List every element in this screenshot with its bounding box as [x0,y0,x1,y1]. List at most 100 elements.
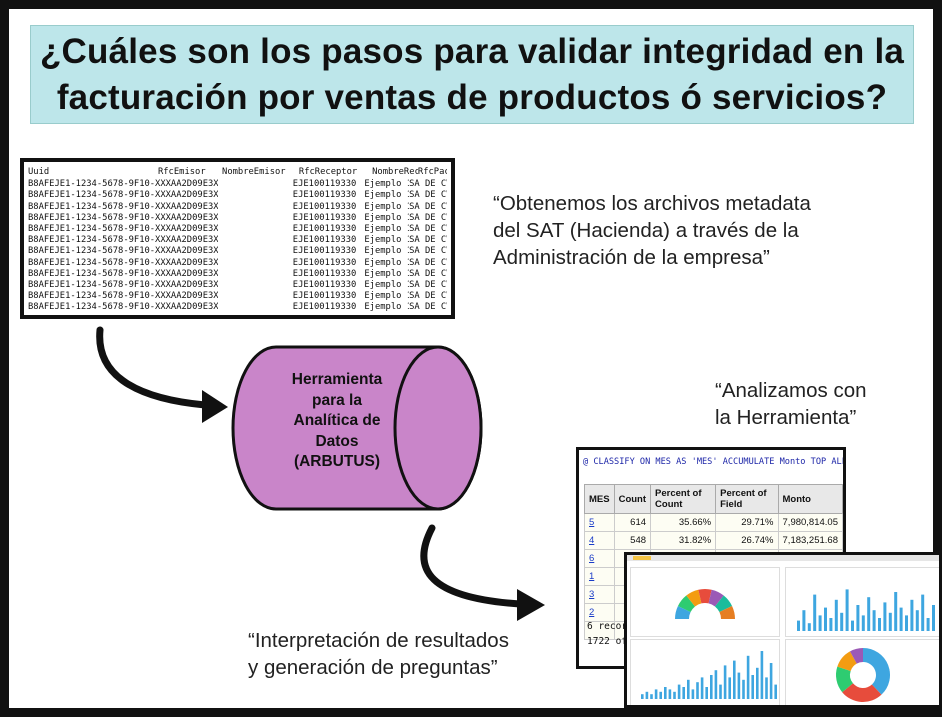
classify-cell: 7,183,251.68 [777,531,843,550]
metadata-cell: EJE100119330 [292,246,357,257]
metadata-cell: EJE100119330 [292,268,357,279]
metadata-cell: EJE100119330 [292,201,357,212]
classify-foot-2: 1722 of [587,636,628,647]
tool-line-1: Herramienta [291,371,383,388]
thumb-bar [650,694,653,699]
metadata-cell: XXXAA2D09E3X [155,224,218,235]
thumb-bar [696,682,699,699]
metadata-cell: EJE100119330 [292,235,357,246]
mes-link[interactable]: 2 [584,603,615,622]
pie-segment [863,648,890,695]
arrowhead-2 [517,589,545,621]
thumb-bar [677,684,681,699]
metadata-cell: SA DE CV [409,257,447,268]
title-line-2: facturación por ventas de productos ó se… [56,77,888,117]
sat-metadata-table: Uuid RfcEmisor NombreEmisor RfcReceptor … [20,158,455,319]
metadata-cell: B8AFEJE1-1234-5678-9F10- [28,268,156,279]
metadata-cell: Ejemplo 12345 [364,212,409,223]
metadata-header-rfcpac: RfcPac [417,167,447,177]
mes-link[interactable]: 4 [584,531,615,550]
step-3-line-1: “Interpretación de resultados [248,629,509,652]
thumb-bar [824,607,827,631]
step-2-line-2: la Herramienta” [715,406,857,429]
metadata-header-nombreemisor: NombreEmisor [222,167,286,177]
metadata-cell: Ejemplo 12345 [364,179,409,190]
thumb-bar [845,589,849,631]
metadata-header-row: Uuid RfcEmisor NombreEmisor RfcReceptor … [28,167,447,178]
thumb-bar [872,610,876,631]
arrow-metadata-to-tool [96,326,209,409]
metadata-cell: B8AFEJE1-1234-5678-9F10- [28,291,156,302]
metadata-cell: EJE100119330 [292,179,357,190]
classify-header-row: MES Count Percent of Count Percent of Fi… [584,484,843,514]
metadata-cell: B8AFEJE1-1234-5678-9F10- [28,257,156,268]
mes-link[interactable]: 5 [584,513,615,532]
thumb-bar [840,612,844,631]
tool-line-2: para la [312,391,362,409]
metadata-cell: XXXAA2D09E3X [155,257,218,268]
metadata-cell: SA DE CV [409,190,447,201]
mes-link[interactable]: 6 [584,549,615,568]
metadata-cell: XXXAA2D09E3X [155,246,218,257]
pie-segment [842,683,882,702]
thumb-bar [756,667,759,699]
metadata-cell: EJE100119330 [292,212,357,223]
arbutus-cylinder-shape [231,345,483,511]
metadata-cell: B8AFEJE1-1234-5678-9F10- [28,212,156,223]
step-3-caption: “Interpretación de resultados y generaci… [248,627,578,681]
metadata-cell: Ejemplo 12345 [364,224,409,235]
title-line-1: ¿Cuáles son los pasos para validar integ… [39,31,905,71]
thumb-bar [700,677,704,699]
step-1-caption: “Obtenemos los archivos metadata del SAT… [493,190,893,271]
classify-cell: 35.66% [650,513,717,532]
thumb-bar [664,687,667,699]
thumb-bar [746,655,750,699]
col-percent-field: Percent of Field [715,484,779,514]
tool-line-5: (ARBUTUS) [293,453,381,470]
metadata-cell: Ejemplo 12345 [364,280,409,291]
thumb-bar [654,689,658,699]
metadata-cell: EJE100119330 [292,190,357,201]
metadata-cell: EJE100119330 [292,280,357,291]
metadata-cell: Ejemplo 12345 [364,302,409,313]
metadata-cell: Ejemplo 12345 [364,257,409,268]
mes-link[interactable]: 3 [584,585,615,604]
metadata-cell: XXXAA2D09E3X [155,212,218,223]
metadata-cell: B8AFEJE1-1234-5678-9F10- [28,235,156,246]
mes-link[interactable]: 1 [584,567,615,586]
metadata-cell: SA DE CV [409,179,447,190]
thumb-bar [829,618,833,631]
metadata-cell: SA DE CV [409,224,447,235]
donut-segment [686,589,702,607]
pie-segment [836,666,853,693]
metadata-header-rfcreceptor: RfcReceptor [298,167,358,177]
step-1-line-3: Administración de la empresa” [493,246,770,269]
thumb-bar [673,691,676,699]
metadata-cell: SA DE CV [409,246,447,257]
metadata-cell: Ejemplo 12345 [364,201,409,212]
metadata-cell: EJE100119330 [292,257,357,268]
classify-cell: 26.74% [715,531,779,550]
pie-segment [849,648,863,664]
metadata-cell: XXXAA2D09E3X [155,291,218,302]
metadata-cell: XXXAA2D09E3X [155,235,218,246]
thumb-bar [856,605,860,631]
metadata-cell: XXXAA2D09E3X [155,280,218,291]
thumb-bar [910,599,914,631]
classify-foot-1: 6 record [587,621,633,632]
classify-command: @ CLASSIFY ON MES AS 'MES' ACCUMULATE Mo… [583,457,846,467]
thumb-bar [932,605,935,631]
thumb-bar [802,610,806,631]
tool-line-4: Datos [315,432,359,450]
metadata-cell: XXXAA2D09E3X [155,179,218,190]
thumb-bar [723,665,727,699]
metadata-cell: SA DE CV [409,212,447,223]
donut-segment [708,589,724,607]
thumb-bar [818,615,822,631]
metadata-header-uuid: Uuid [28,167,50,177]
thumb-bar [894,592,898,631]
